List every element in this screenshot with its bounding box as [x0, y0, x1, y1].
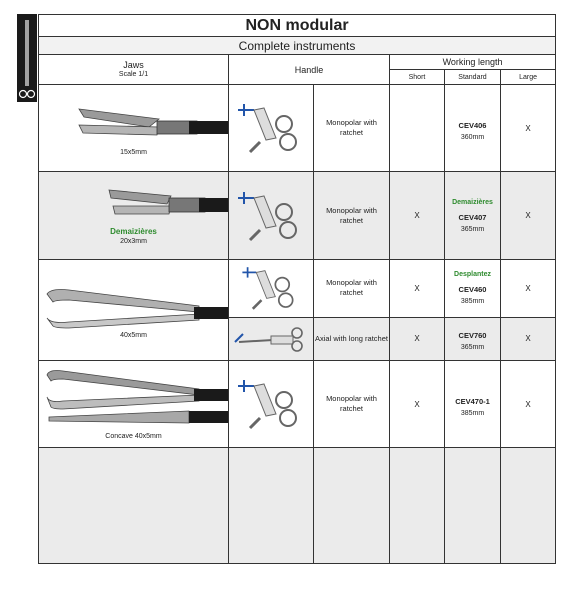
short-value: X	[389, 360, 445, 448]
large-value: X	[499, 316, 557, 362]
axial-handle-icon	[234, 326, 303, 352]
length-value: 385mm	[460, 298, 485, 306]
table-row: Concave 40x5mm Monopolar with ratchet X …	[38, 360, 557, 448]
jaw-image	[46, 289, 228, 329]
table-row: Demaizières 20x3mm Monopolar with ratche…	[38, 171, 557, 260]
jaw-image	[46, 370, 228, 424]
jaw-image	[108, 189, 228, 215]
short-value: X	[389, 316, 445, 362]
header-standard: Standard	[444, 69, 501, 85]
handle-type: Monopolar with ratchet	[313, 84, 390, 172]
empty-cell	[38, 447, 229, 564]
large-value: X	[499, 171, 557, 260]
page-title: NON modular	[37, 14, 557, 37]
empty-cell	[389, 447, 445, 564]
empty-cell	[313, 447, 390, 564]
jaw-cell: 15x5mm	[38, 84, 229, 172]
header-short: Short	[389, 69, 445, 85]
standard-cell: CEV406 360mm	[444, 84, 501, 172]
handle-cell	[228, 171, 314, 260]
pistol-handle-icon	[238, 104, 297, 154]
standard-cell: CEV470-1 385mm	[444, 360, 501, 448]
table-row: Axial with long ratchet X CEV760 365mm X	[39, 316, 557, 362]
empty-cell	[499, 447, 557, 564]
length-value: 365mm	[460, 344, 485, 352]
length-value: 360mm	[460, 133, 485, 141]
pistol-handle-icon	[238, 380, 297, 430]
standard-cell: CEV760 365mm	[444, 316, 501, 362]
large-value: X	[499, 259, 557, 318]
jaw-caption: 15x5mm	[120, 149, 147, 156]
brand-name: Desplantez	[454, 271, 491, 279]
jaw-brand: Demaizières	[110, 227, 157, 236]
handle-cell	[228, 316, 314, 362]
jaw-caption: Concave 40x5mm	[105, 433, 162, 440]
handle-type: Monopolar with ratchet	[313, 360, 390, 448]
instrument-table: NON modular Complete instruments Jaws Sc…	[37, 14, 557, 564]
length-value: 385mm	[460, 409, 485, 417]
scissors-icon	[18, 20, 36, 99]
large-value: X	[499, 84, 557, 172]
header-scale: Scale 1/1	[118, 70, 149, 78]
pistol-handle-icon	[238, 191, 297, 241]
jaw-cell: 40x5mm	[38, 259, 229, 361]
table-row: 40x5mm Monopolar with ratchet X Desplant…	[38, 259, 557, 361]
jaw-caption: 20x3mm	[120, 238, 147, 245]
short-value: X	[389, 171, 445, 260]
jaw-caption: 40x5mm	[120, 332, 147, 339]
empty-cell	[228, 447, 314, 564]
standard-cell: Desplantez CEV460 385mm	[444, 259, 501, 318]
product-code: CEV406	[458, 120, 487, 130]
standard-cell: Demaizières CEV407 365mm	[444, 171, 501, 260]
product-code: CEV407	[458, 212, 487, 222]
header-handle: Handle	[228, 54, 390, 85]
jaw-cell: Demaizières 20x3mm	[38, 171, 229, 260]
product-code: CEV460	[458, 285, 487, 295]
pistol-handle-icon	[242, 267, 294, 311]
section-tab	[17, 14, 37, 102]
empty-cell	[444, 447, 501, 564]
header-jaws: Jaws Scale 1/1	[38, 54, 229, 85]
length-value: 365mm	[460, 225, 485, 233]
header-working-length: Working length	[388, 54, 557, 70]
short-value	[389, 84, 445, 172]
short-value: X	[389, 259, 445, 318]
handle-cell	[228, 360, 314, 448]
large-value: X	[499, 360, 557, 448]
table-row: 15x5mm Monopolar with ratchet CEV406 360…	[38, 84, 557, 172]
jaw-cell: Concave 40x5mm	[38, 360, 229, 448]
handle-type: Monopolar with ratchet	[313, 259, 390, 318]
handle-type: Monopolar with ratchet	[313, 171, 390, 260]
handle-type: Axial with long ratchet	[313, 316, 390, 362]
brand-name: Demaizières	[452, 198, 493, 206]
handle-cell	[228, 259, 314, 318]
product-code: CEV760	[458, 331, 487, 341]
header-large: Large	[499, 69, 557, 85]
product-code: CEV470-1	[455, 396, 490, 406]
empty-row	[38, 447, 557, 564]
jaw-image	[78, 108, 228, 136]
handle-cell	[228, 84, 314, 172]
page-subtitle: Complete instruments	[37, 36, 557, 55]
